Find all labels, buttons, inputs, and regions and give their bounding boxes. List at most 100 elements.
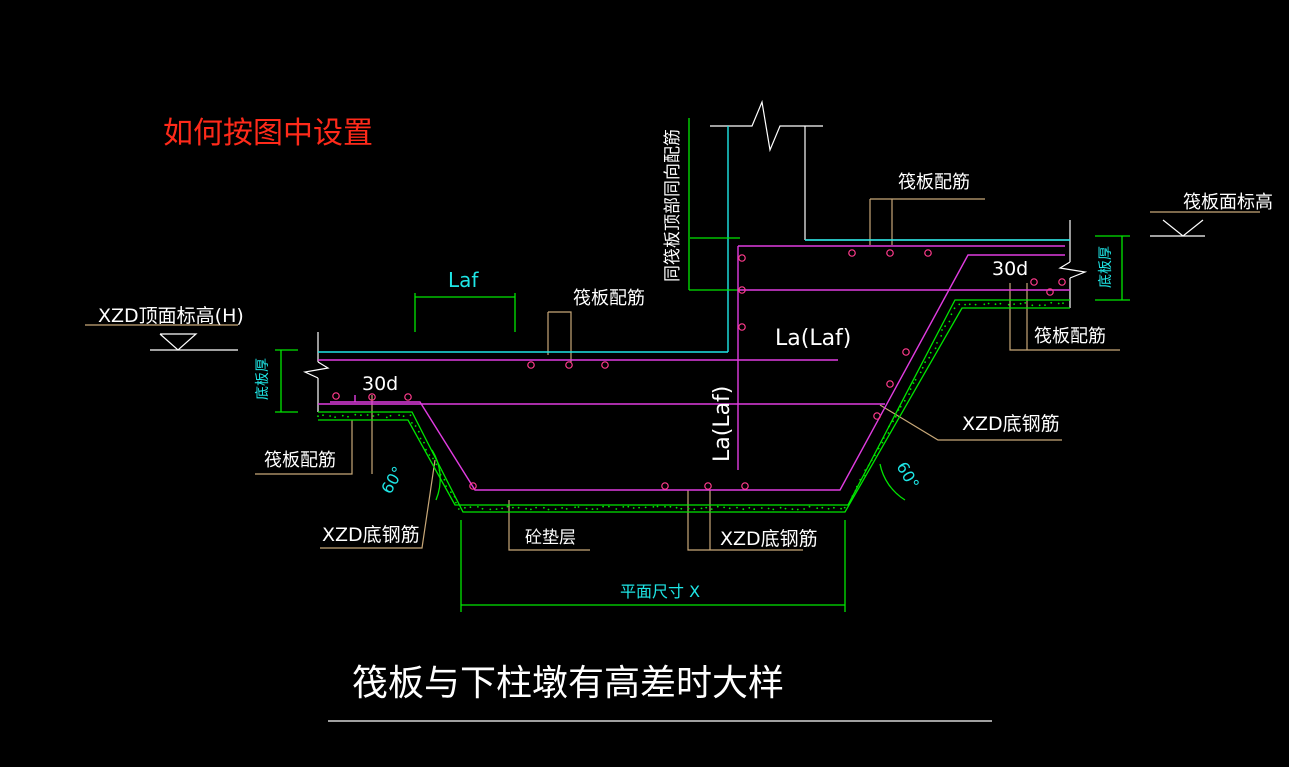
hatch-speck xyxy=(561,507,563,509)
hatch-speck xyxy=(881,441,884,444)
hatch-speck xyxy=(796,508,799,511)
rebar-dot xyxy=(469,482,477,490)
hatch-speck xyxy=(968,303,971,306)
hatch-speck xyxy=(445,485,447,487)
hatch-speck xyxy=(1062,302,1064,305)
hatch-speck xyxy=(936,342,938,344)
hatch-speck xyxy=(372,415,375,417)
thirty-d-left-label: 30d xyxy=(362,373,398,395)
hatch-speck xyxy=(317,415,319,418)
hatch-speck xyxy=(700,507,703,510)
hatch-speck xyxy=(1024,302,1027,304)
vertical-note-label: 同筏板顶部同向配筋 xyxy=(663,129,683,282)
hatch-speck xyxy=(543,506,545,509)
hatch-speck xyxy=(535,506,537,509)
angle-left-label: 60° xyxy=(377,463,408,497)
raft-thickness-right-label: 底板厚 xyxy=(1098,246,1114,288)
hatch-speck xyxy=(944,325,946,327)
xzd-bottom-left-label: XZD底钢筋 xyxy=(322,524,420,546)
hatch-speck xyxy=(469,506,472,509)
hatch-speck xyxy=(608,505,610,508)
rebar-dot xyxy=(902,348,910,356)
hatch-speck xyxy=(919,371,922,374)
hatch-speck xyxy=(322,414,324,417)
hatch-speck xyxy=(354,413,357,416)
hatch-speck xyxy=(827,507,830,510)
drawing-title: 筏板与下柱墩有高差时大样 xyxy=(352,663,784,704)
laf-top-label: Laf xyxy=(448,268,479,292)
hatch-speck xyxy=(423,441,425,444)
rebar-dot xyxy=(368,393,376,401)
hatch-speck xyxy=(495,508,498,510)
hatch-speck xyxy=(627,505,630,508)
thirty-d-right-label: 30d xyxy=(992,258,1028,280)
hatch-speck xyxy=(821,506,824,509)
hatch-speck xyxy=(983,303,986,306)
hatch-speck xyxy=(512,506,514,509)
hatch-speck xyxy=(934,347,937,350)
hatch-speck xyxy=(402,415,405,418)
hatch-speck xyxy=(417,430,420,433)
hatch-speck xyxy=(784,507,787,510)
rebar-dot xyxy=(1046,288,1054,296)
hatch-speck xyxy=(914,378,917,381)
hatch-speck xyxy=(742,508,745,511)
hatch-speck xyxy=(680,507,683,510)
hatch-speck xyxy=(864,474,866,477)
annotation-note: 如何按图中设置 xyxy=(163,116,373,151)
hatch-speck xyxy=(847,503,850,505)
hatch-speck xyxy=(1013,303,1015,305)
rebar-dot xyxy=(601,361,609,369)
hatch-speck xyxy=(840,507,842,510)
concrete-cushion-label: 砼垫层 xyxy=(525,528,576,548)
la-laf-vertical-label: La(Laf) xyxy=(710,386,735,462)
hatch-speck xyxy=(693,508,696,511)
hatch-speck xyxy=(940,335,943,337)
hatch-speck xyxy=(958,303,961,306)
hatch-speck xyxy=(547,508,550,511)
hatch-speck xyxy=(899,405,902,408)
xzd-bottom-right-label: XZD底钢筋 xyxy=(962,413,1060,435)
hatch-speck xyxy=(438,469,441,472)
hatch-speck xyxy=(574,506,576,509)
hatch-speck xyxy=(435,463,438,466)
hatch-speck xyxy=(953,307,956,310)
hatch-speck xyxy=(874,454,876,457)
raft-rebar-left-top-label: 筏板配筋 xyxy=(573,288,645,309)
hatch-speck xyxy=(748,506,751,509)
hatch-speck xyxy=(791,508,794,511)
hatch-speck xyxy=(843,506,846,509)
hatch-speck xyxy=(596,508,599,510)
hatch-speck xyxy=(664,505,666,508)
hatch-speck xyxy=(728,507,731,510)
hatch-speck xyxy=(1031,304,1034,307)
hatch-speck xyxy=(585,507,588,510)
hatch-speck xyxy=(669,505,672,508)
hatch-speck xyxy=(644,506,647,509)
hatch-speck xyxy=(419,437,422,440)
raft-rebar-left-bottom-label: 筏板配筋 xyxy=(264,450,336,471)
rebar-dot xyxy=(565,361,573,369)
hatch-speck xyxy=(950,313,953,316)
hatch-speck xyxy=(924,361,926,364)
hatch-speck xyxy=(999,302,1002,305)
hatch-speck xyxy=(615,508,618,510)
hatch-speck xyxy=(530,508,532,511)
hatch-speck xyxy=(443,478,446,481)
rebar-dot xyxy=(848,249,856,257)
hatch-speck xyxy=(432,457,434,460)
hatch-speck xyxy=(632,507,635,509)
hatch-speck xyxy=(912,382,915,384)
rebar-dot xyxy=(886,380,894,388)
drawing-labels: Laf XZD顶面标高(H) 筏板配筋 30d 筏板配筋 XZD底钢筋 60° … xyxy=(98,129,1273,704)
rebar-dot xyxy=(738,254,746,262)
hatch-speck xyxy=(779,506,782,509)
hatch-speck xyxy=(964,303,966,306)
rebar-dot xyxy=(924,249,932,257)
hatch-speck xyxy=(481,507,484,510)
rebar-dot xyxy=(527,361,535,369)
hatch-speck xyxy=(455,501,457,504)
hatch-speck xyxy=(377,413,380,416)
hatch-speck xyxy=(577,506,580,508)
